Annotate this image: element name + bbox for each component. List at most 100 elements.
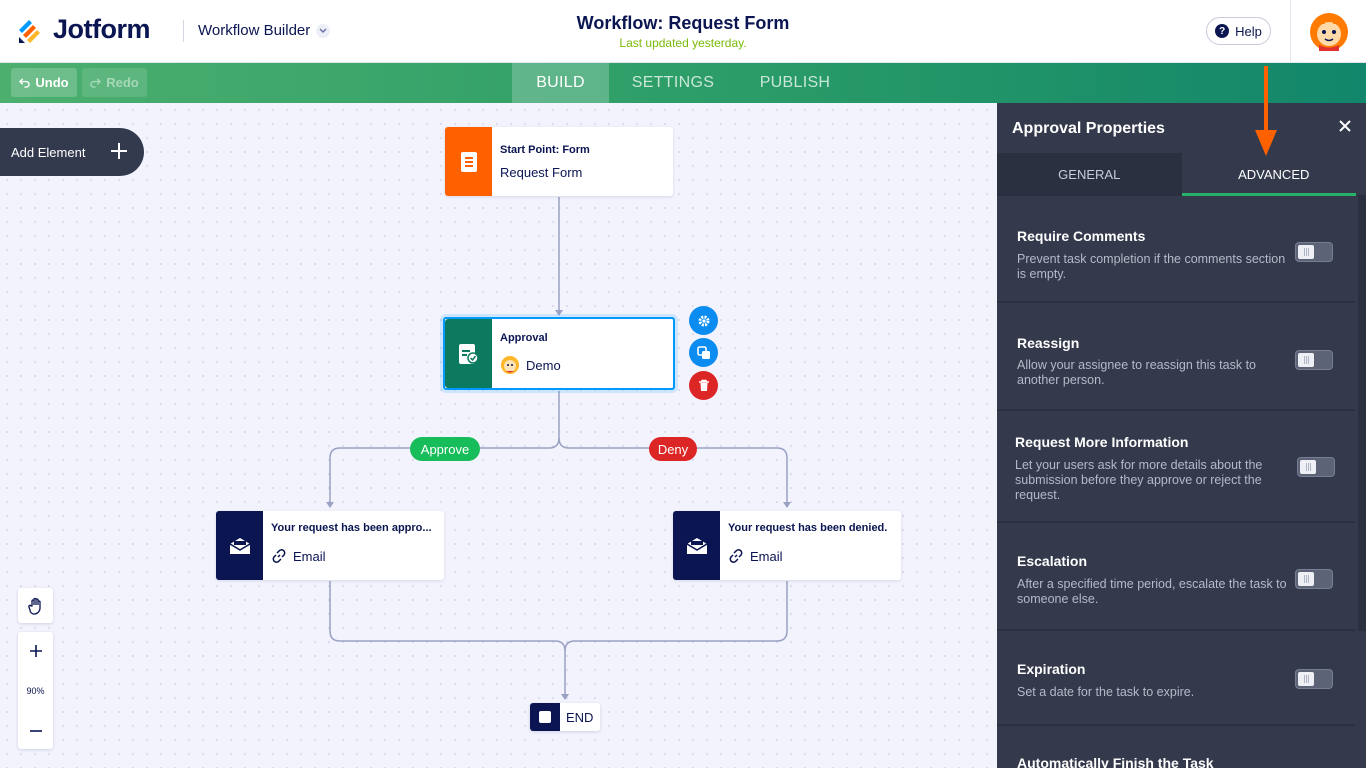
deny-email-node[interactable]: Your request has been denied. Email bbox=[673, 511, 901, 580]
close-icon[interactable] bbox=[1338, 119, 1352, 133]
zoom-controls: 90% bbox=[18, 632, 53, 749]
workflow-canvas[interactable]: Add Element Start Point: Form Request Fo… bbox=[0, 103, 997, 768]
add-element-label: Add Element bbox=[11, 144, 86, 160]
assignee-avatar bbox=[501, 356, 519, 374]
pan-tool-button[interactable] bbox=[18, 588, 53, 623]
tab-settings[interactable]: SETTINGS bbox=[631, 74, 715, 91]
deny-branch-label[interactable]: Deny bbox=[649, 437, 697, 461]
setting-description: Allow your assignee to reassign this tas… bbox=[1017, 358, 1257, 387]
setting-title: Automatically Finish the Task bbox=[1017, 755, 1214, 768]
approve-email-node[interactable]: Your request has been appro... Email bbox=[216, 511, 444, 580]
node-subtitle: Email bbox=[750, 548, 783, 564]
undo-button[interactable]: Undo bbox=[11, 68, 77, 97]
approval-node[interactable]: Approval Demo bbox=[443, 317, 675, 390]
page-title: Workflow: Request Form bbox=[576, 13, 790, 33]
node-subtitle-row: Email bbox=[728, 548, 901, 564]
header-divider bbox=[183, 20, 184, 42]
end-label: END bbox=[566, 709, 594, 725]
reassign-toggle[interactable] bbox=[1295, 350, 1333, 370]
chevron-down-icon bbox=[316, 23, 331, 38]
jotform-logo-icon bbox=[19, 19, 40, 43]
toggle-knob bbox=[1300, 460, 1316, 474]
node-subtitle: Email bbox=[293, 548, 326, 564]
request-more-info-toggle[interactable] bbox=[1297, 457, 1335, 477]
node-title: Start Point: Form bbox=[500, 144, 590, 156]
panel-scrollbar[interactable] bbox=[1358, 195, 1366, 631]
node-title: Your request has been appro... bbox=[271, 522, 432, 534]
help-label: Help bbox=[1235, 23, 1262, 39]
workflow-title-block: Workflow: Request Form Last updated yest… bbox=[483, 13, 883, 50]
setting-require-comments: Require Comments Prevent task completion… bbox=[997, 196, 1355, 303]
tab-publish[interactable]: PUBLISH bbox=[759, 74, 831, 91]
approval-icon bbox=[445, 319, 492, 388]
redo-button[interactable]: Redo bbox=[82, 68, 147, 97]
approve-branch-label[interactable]: Approve bbox=[410, 437, 480, 461]
end-node[interactable]: END bbox=[530, 703, 600, 731]
redo-icon bbox=[90, 78, 102, 88]
node-title: Approval bbox=[500, 332, 548, 344]
add-element-button[interactable]: Add Element bbox=[0, 128, 144, 176]
minus-icon bbox=[29, 729, 42, 732]
toggle-knob bbox=[1298, 245, 1314, 259]
form-icon bbox=[445, 127, 492, 196]
panel-tabs: GENERAL ADVANCED bbox=[997, 153, 1366, 196]
zoom-in-button[interactable] bbox=[18, 632, 53, 669]
require-comments-toggle[interactable] bbox=[1295, 242, 1333, 262]
email-icon bbox=[216, 511, 263, 580]
plus-icon bbox=[29, 644, 42, 657]
brand-name: Jotform bbox=[53, 14, 151, 44]
duplicate-icon bbox=[696, 345, 710, 359]
undo-label: Undo bbox=[35, 75, 69, 90]
builder-toolbar: Undo Redo BUILD SETTINGS PUBLISH bbox=[0, 63, 1366, 103]
setting-title: Reassign bbox=[1017, 335, 1080, 351]
node-settings-button[interactable] bbox=[689, 306, 718, 335]
user-avatar-button[interactable] bbox=[1290, 0, 1366, 63]
email-icon bbox=[673, 511, 720, 580]
zoom-level: 90% bbox=[26, 685, 45, 696]
node-delete-button[interactable] bbox=[689, 371, 718, 400]
connector-lines bbox=[326, 197, 791, 700]
tab-build[interactable]: BUILD bbox=[512, 63, 609, 103]
assignee-row: Demo bbox=[500, 355, 673, 375]
undo-icon bbox=[19, 78, 31, 88]
setting-escalation: Escalation After a specified time period… bbox=[997, 523, 1355, 631]
builder-switcher[interactable]: Workflow Builder bbox=[198, 22, 331, 39]
avatar bbox=[1309, 12, 1348, 51]
annotation-arrow bbox=[1255, 66, 1277, 156]
node-subtitle: Request Form bbox=[500, 165, 583, 180]
node-subtitle-row: Email bbox=[271, 548, 444, 564]
setting-description: Let your users ask for more details abou… bbox=[1015, 458, 1263, 502]
setting-title: Require Comments bbox=[1017, 228, 1146, 244]
zoom-out-button[interactable] bbox=[18, 712, 53, 749]
node-duplicate-button[interactable] bbox=[689, 338, 718, 367]
builder-name-label: Workflow Builder bbox=[198, 22, 311, 39]
toggle-knob bbox=[1298, 572, 1314, 586]
tab-advanced[interactable]: ADVANCED bbox=[1181, 153, 1366, 196]
toggle-knob bbox=[1298, 353, 1314, 367]
setting-title: Escalation bbox=[1017, 553, 1088, 569]
panel-title: Approval Properties bbox=[1012, 120, 1165, 137]
help-button[interactable]: ? Help bbox=[1206, 17, 1271, 45]
escalation-toggle[interactable] bbox=[1295, 569, 1333, 589]
setting-reassign: Reassign Allow your assignee to reassign… bbox=[997, 303, 1355, 411]
link-icon bbox=[272, 549, 286, 563]
expiration-toggle[interactable] bbox=[1295, 669, 1333, 689]
redo-label: Redo bbox=[106, 75, 139, 90]
setting-description: Prevent task completion if the comments … bbox=[1017, 252, 1286, 281]
jotform-logo[interactable]: Jotform bbox=[17, 14, 151, 45]
start-form-node[interactable]: Start Point: Form Request Form bbox=[445, 127, 673, 196]
question-icon: ? bbox=[1215, 24, 1230, 38]
setting-title: Request More Information bbox=[1015, 434, 1189, 450]
stop-icon bbox=[530, 703, 560, 731]
trash-icon bbox=[698, 379, 709, 391]
top-header: Jotform Workflow Builder Workflow: Reque… bbox=[0, 0, 1366, 63]
link-icon bbox=[729, 549, 743, 563]
setting-request-more-information: Request More Information Let your users … bbox=[997, 411, 1355, 523]
properties-panel: Approval Properties GENERAL ADVANCED Req… bbox=[997, 103, 1366, 768]
tab-general[interactable]: GENERAL bbox=[1058, 167, 1121, 182]
setting-title: Expiration bbox=[1017, 661, 1086, 677]
assignee-name: Demo bbox=[526, 357, 561, 373]
plus-icon bbox=[111, 143, 127, 159]
gear-icon bbox=[698, 315, 709, 326]
last-updated-text: Last updated yesterday. bbox=[619, 36, 747, 50]
